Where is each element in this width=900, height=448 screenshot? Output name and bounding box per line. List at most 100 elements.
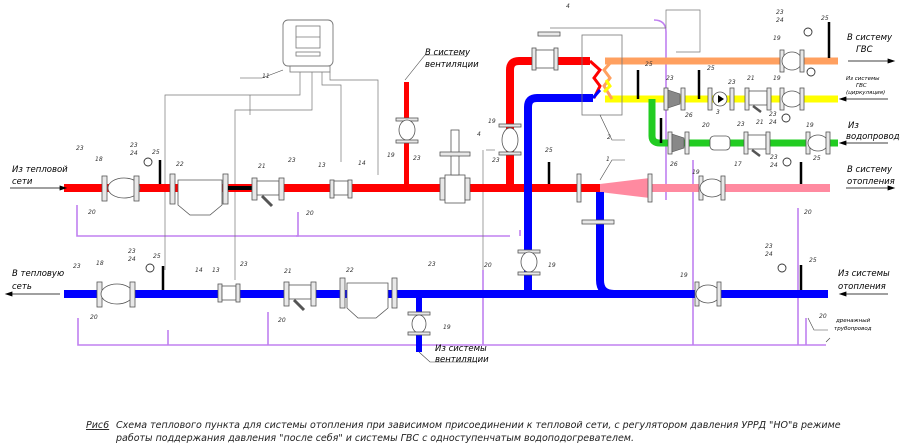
figure-label: Рис6 (86, 420, 109, 431)
label-25: 25 (809, 257, 817, 264)
label-23: 23 (765, 243, 773, 250)
label-2: 2 (607, 134, 611, 141)
dhw-circ-label-2: ГВС (856, 83, 867, 89)
vent-supply-label-1: В систему (425, 48, 471, 58)
label-24: 24 (776, 17, 784, 24)
label-25: 25 (821, 15, 829, 22)
label-23: 23 (769, 111, 777, 118)
label-23: 23 (73, 263, 81, 270)
label-14: 14 (358, 160, 366, 167)
label-23: 23 (776, 9, 784, 16)
label-23: 23 (76, 145, 84, 152)
vent-supply-label-2: вентиляции (425, 60, 479, 70)
water-in-label-2: водопровода (846, 132, 900, 142)
label-24: 24 (769, 119, 777, 126)
water-in-label-1: Из (848, 121, 859, 131)
label-19: 19 (387, 152, 395, 159)
drain-label-2: трубопровод (834, 326, 872, 332)
label-23: 23 (737, 121, 745, 128)
label-1: 1 (606, 156, 610, 163)
figure-caption: Рис6 Схема теплового пункта для системы … (86, 420, 841, 444)
label-11: 11 (262, 73, 270, 80)
label-4: 4 (477, 131, 481, 138)
drain-network (76, 19, 826, 346)
label-20: 20 (306, 210, 314, 217)
label-18: 18 (96, 260, 104, 267)
label-19: 19 (488, 118, 496, 125)
label-23: 23 (130, 142, 138, 149)
label-21: 21 (258, 163, 266, 170)
heating-out-label-1: В систему (847, 165, 893, 175)
label-26: 26 (670, 161, 678, 168)
return-fittings (96, 249, 722, 336)
io-labels: Из тепловой сети В тепловую сеть В систе… (12, 33, 900, 365)
control-lines (164, 9, 701, 280)
dhw-circ-label-1: Из системы (846, 76, 880, 82)
supply-expander (600, 178, 650, 198)
dhw-out-label-2: ГВС (856, 45, 873, 55)
heating-out-label-2: отопления (847, 177, 895, 187)
label-25: 25 (813, 155, 821, 162)
label-14: 14 (195, 267, 203, 274)
label-24: 24 (128, 256, 136, 263)
label-21: 21 (756, 119, 764, 126)
label-19: 19 (443, 324, 451, 331)
label-25: 25 (545, 147, 553, 154)
supply-in-label-2: сети (12, 177, 33, 187)
label-20: 20 (484, 262, 492, 269)
flow-arrows (4, 58, 896, 297)
label-24: 24 (130, 150, 138, 157)
supply-fittings (101, 31, 726, 225)
label-19: 19 (806, 122, 814, 129)
label-19: 19 (548, 262, 556, 269)
return-out-label-1: В тепловую (12, 269, 64, 279)
label-25: 25 (645, 61, 653, 68)
label-23: 23 (666, 75, 674, 82)
label-24: 24 (765, 251, 773, 258)
label-20: 20 (278, 317, 286, 324)
label-19: 19 (773, 35, 781, 42)
dhw-out-label-1: В систему (847, 33, 893, 43)
label-13: 13 (212, 267, 220, 274)
heating-in-label-1: Из системы (838, 269, 890, 279)
label-21: 21 (284, 268, 292, 275)
label-24: 24 (770, 162, 778, 169)
label-21: 21 (747, 75, 755, 82)
supply-in-label-1: Из тепловой (12, 165, 68, 175)
label-18: 18 (95, 156, 103, 163)
heating-in-label-2: отопления (838, 282, 886, 292)
heating-supply-pipe (650, 184, 830, 192)
label-23: 23 (240, 261, 248, 268)
dhw-circ-label-3: (циркуляция) (846, 90, 885, 96)
label-20: 20 (702, 122, 710, 129)
label-22: 22 (176, 161, 184, 168)
dhw-fittings (663, 49, 831, 157)
label-23: 23 (492, 157, 500, 164)
pressure-gauges (143, 27, 816, 273)
label-19: 19 (680, 272, 688, 279)
label-3: 3 (716, 109, 720, 116)
label-23: 23 (413, 155, 421, 162)
controller-box (282, 19, 334, 73)
label-19: 19 (692, 169, 700, 176)
caption-line-1: Схема теплового пункта для системы отопл… (116, 420, 841, 431)
label-25: 25 (152, 149, 160, 156)
vent-return-label-2: вентиляции (435, 355, 489, 365)
label-25: 25 (707, 65, 715, 72)
part-labels: 18 23 23 24 25 20 22 21 23 20 13 14 19 1… (73, 3, 829, 331)
caption-line-2: работы поддержания давления "после себя"… (115, 433, 634, 444)
drain-label-1: дренажный (835, 318, 871, 324)
label-23: 23 (128, 248, 136, 255)
label-20: 20 (90, 314, 98, 321)
label-25: 25 (153, 253, 161, 260)
label-23: 23 (770, 154, 778, 161)
label-20: 20 (88, 209, 96, 216)
heat-exchanger (581, 34, 623, 116)
label-20: 20 (819, 313, 827, 320)
label-13: 13 (318, 162, 326, 169)
label-26: 26 (685, 112, 693, 119)
label-17: 17 (734, 161, 742, 168)
label-4: 4 (566, 3, 570, 10)
label-23: 23 (288, 157, 296, 164)
